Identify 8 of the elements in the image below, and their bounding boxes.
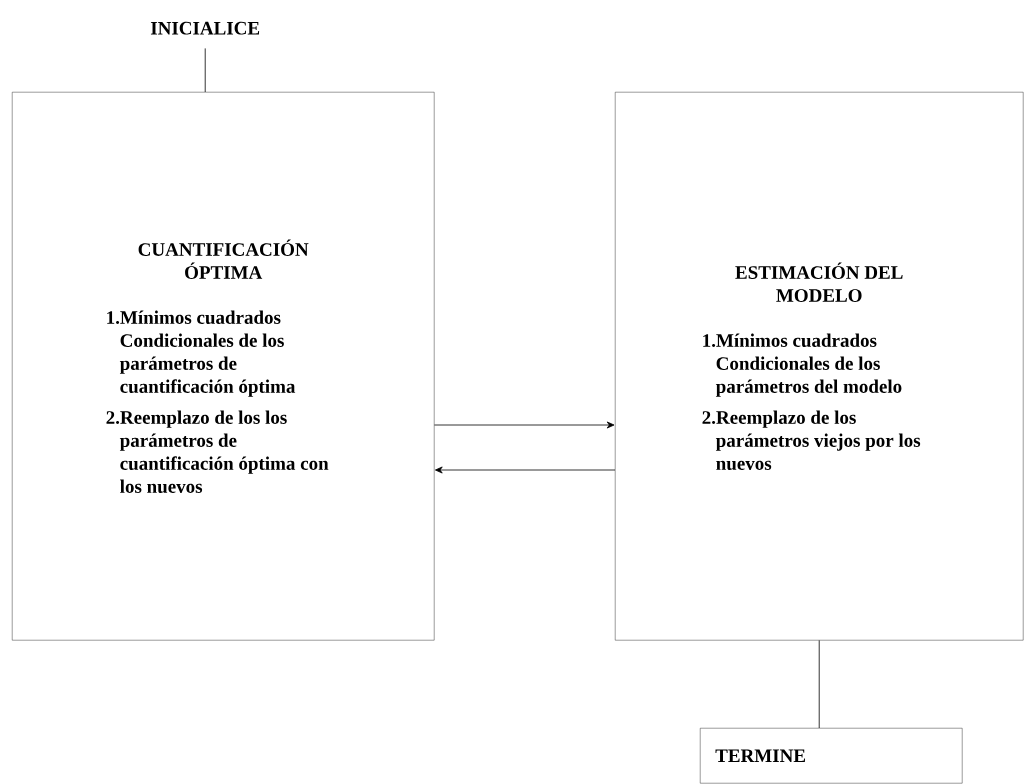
start-label: INICIALICE [150,21,260,35]
process-box: ESTIMACIÓN DEL MODELO 1.Mínimos cuadrados Condicionales de los parámetros del modelo 2.Reemplazo de los parámetros viejos por los nuevos [615,92,1024,641]
arrow [434,421,615,429]
end-box: TERMINE [700,728,963,784]
arrow [435,466,616,474]
connector-line [204,48,206,93]
process-box: CUANTIFICACIÓN ÓPTIMA 1.Mínimos cuadrados Condicionales de los parámetros de cuantificación óptima 2.Reemplazo de los los parámetros de cuantificación óptima con los nuevos [12,92,435,641]
connector-line [818,640,820,729]
